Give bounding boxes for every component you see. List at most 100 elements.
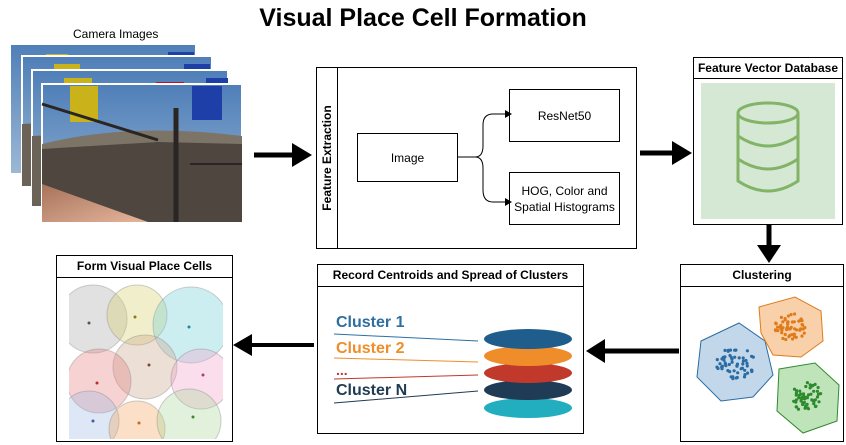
cluster-point [801, 402, 805, 407]
cluster-point [788, 333, 792, 337]
cluster-point [819, 392, 823, 396]
cluster-point [801, 392, 806, 396]
arrow-clustering-to-record [586, 339, 679, 363]
cluster-point [736, 371, 740, 375]
cluster-n-label: Cluster N [336, 382, 408, 399]
cluster-point [800, 322, 804, 327]
cluster-point [812, 389, 816, 393]
place-cells-plot [69, 283, 223, 439]
cluster-disc-1 [484, 329, 572, 349]
cluster-point [730, 360, 734, 364]
cluster-point [739, 367, 743, 371]
cluster-point [813, 404, 818, 408]
camera-images-label: Camera Images [73, 27, 159, 41]
cluster-point [781, 326, 785, 330]
arrow-extraction-to-database [640, 141, 692, 165]
cluster-point [792, 332, 796, 336]
cluster-point [735, 362, 740, 366]
cluster-ellipsis-label: ... [336, 362, 348, 378]
cluster-n-line [333, 390, 479, 404]
cluster-point [715, 358, 719, 362]
cluster-point [746, 371, 750, 375]
cluster-point [773, 328, 777, 332]
clustering-panel: Clustering [680, 264, 844, 442]
cluster-point [805, 406, 810, 410]
cluster-point [798, 318, 803, 323]
cluster-disc-3 [484, 363, 572, 383]
cluster-point [774, 321, 778, 325]
cluster-point [798, 389, 802, 393]
cluster-point [781, 336, 785, 341]
cluster-point [804, 384, 808, 389]
feature-vector-database-label: Feature Vector Database [694, 58, 842, 79]
cluster-point [815, 389, 819, 393]
cluster-point [776, 325, 780, 329]
cluster-ellipsis-line [333, 374, 479, 380]
cluster-point [778, 325, 782, 329]
cluster-point [744, 358, 748, 363]
cluster-point [721, 355, 725, 359]
cluster-point [795, 405, 799, 409]
cluster-point [810, 384, 814, 388]
cluster-point [741, 359, 745, 363]
arrow-camera-to-extraction [254, 143, 312, 167]
cluster-point [809, 392, 813, 396]
cluster-point [741, 356, 745, 360]
cluster-point [780, 331, 784, 335]
cluster-point [799, 327, 803, 331]
cluster-point [800, 334, 804, 338]
cluster-point [722, 358, 726, 362]
cluster-point [794, 335, 798, 339]
cluster-point [733, 355, 737, 359]
cluster-point [785, 326, 789, 330]
cluster-point [794, 400, 798, 404]
cluster-point [803, 406, 807, 410]
cluster-point [805, 402, 809, 406]
cluster-point [750, 369, 754, 374]
clustering-plot [696, 296, 840, 434]
database-icon [701, 83, 835, 219]
resnet50-node: ResNet50 [509, 89, 620, 142]
place-cells-panel: Form Visual Place Cells [56, 255, 233, 442]
place-cell-3 [152, 286, 223, 364]
cluster-point [792, 320, 796, 324]
camera-images-stack [9, 44, 243, 223]
cluster-point [786, 314, 790, 318]
cluster-point [805, 381, 809, 385]
cluster-point [745, 361, 749, 365]
cluster-point [800, 395, 804, 399]
cluster-point [728, 370, 732, 374]
cluster-1-label: Cluster 1 [336, 314, 405, 331]
feature-vector-database-panel: Feature Vector Database [693, 57, 843, 225]
feature-extraction-header: Feature Extraction [317, 68, 338, 248]
cluster-point [789, 313, 793, 317]
cluster-point [728, 348, 733, 352]
cluster-disc-stack [333, 329, 572, 418]
arrow-record-to-placecells [233, 334, 314, 356]
cluster-disc-5 [484, 398, 572, 418]
cluster-point [788, 327, 792, 331]
cluster-point [715, 365, 719, 369]
cluster-2-label: Cluster 2 [336, 340, 405, 357]
cluster-point [783, 332, 787, 337]
place-cell-9 [156, 388, 222, 439]
feature-extraction-label: Feature Extraction [320, 105, 334, 211]
cluster-point [784, 337, 788, 342]
place-cells-label: Form Visual Place Cells [57, 256, 232, 278]
cluster-point [731, 377, 735, 381]
cluster-point [737, 356, 741, 360]
place-cell-centers [87, 315, 205, 425]
cluster-point [786, 320, 790, 324]
cluster-disc-4 [484, 380, 572, 400]
cluster-point [813, 382, 817, 386]
place-cell-5 [69, 348, 132, 414]
image-node: Image [357, 133, 458, 182]
cluster-point [728, 353, 732, 358]
cluster-point [733, 348, 737, 352]
cluster-point [781, 320, 785, 324]
cluster-point [815, 395, 820, 399]
cluster-point [816, 385, 820, 390]
cluster-point [802, 400, 806, 404]
branch-connectors [458, 110, 512, 206]
cluster-point [750, 354, 754, 358]
